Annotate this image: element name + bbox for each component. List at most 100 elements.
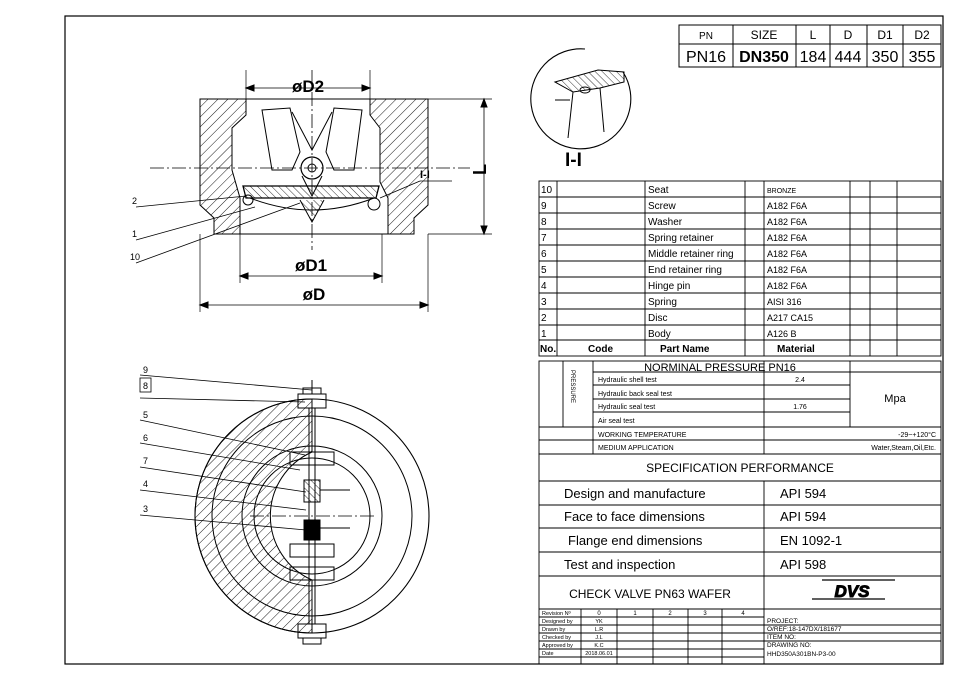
size-col-l: L	[810, 28, 817, 42]
part-material: A126 B	[767, 329, 797, 339]
temperature-value: -29~+120°C	[898, 431, 936, 439]
part-name: Spring	[648, 297, 677, 308]
spec-title: SPECIFICATION PERFORMANCE	[646, 461, 834, 475]
revision-label: Revision Nº	[542, 610, 571, 617]
part-material: A182 F6A	[767, 233, 807, 243]
size-val-size: DN350	[739, 49, 789, 66]
spec-table-grid	[538, 453, 942, 577]
balloon-7: 7	[143, 456, 148, 466]
size-val-pn: PN16	[686, 49, 726, 66]
parts-table-grid	[538, 180, 942, 357]
balloon-6: 6	[143, 433, 148, 443]
parts-head-code: Code	[588, 344, 613, 355]
part-material: A182 F6A	[767, 249, 807, 259]
oref-value: O/REF:18-147DX/181677	[767, 626, 842, 633]
part-no: 3	[541, 297, 547, 308]
size-col-pn: PN	[699, 31, 713, 42]
parts-head-no: No.	[540, 344, 556, 355]
role-label: Approved by	[542, 643, 573, 649]
role-value: 2018.06.01	[585, 651, 613, 657]
part-no: 9	[541, 201, 547, 212]
size-col-size: SIZE	[751, 28, 778, 42]
dim-d-label: øD	[303, 285, 326, 304]
spec-row-label: Design and manufacture	[564, 486, 706, 501]
role-label: Designed by	[542, 619, 573, 625]
pressure-side-label: PRESSURE	[569, 370, 575, 403]
spec-row-label: Test and inspection	[564, 557, 675, 572]
role-value: YK	[595, 619, 603, 625]
project-label: PROJECT:	[767, 618, 799, 625]
part-no: 2	[541, 313, 547, 324]
temperature-label: WORKING TEMPERATURE	[598, 432, 687, 439]
part-name: Middle retainer ring	[648, 249, 734, 260]
dim-d2-label: øD2	[292, 77, 324, 96]
balloon-10: 10	[130, 252, 140, 262]
revision-col: 4	[741, 611, 745, 617]
section-view	[135, 70, 492, 312]
balloon-3: 3	[143, 504, 148, 514]
balloon-9: 9	[143, 365, 148, 375]
part-material: A182 F6A	[767, 201, 807, 211]
pressure-test-label: Hydraulic back seal test	[598, 391, 672, 398]
revision-col: 0	[597, 611, 601, 617]
part-no: 1	[541, 329, 547, 340]
parts-head-name: Part Name	[660, 344, 710, 355]
dim-l-label: L	[470, 164, 490, 175]
revision-col: 2	[668, 611, 672, 617]
spec-row-label: Face to face dimensions	[564, 509, 705, 524]
part-name: Body	[648, 329, 671, 340]
part-material: A182 F6A	[767, 281, 807, 291]
drawing-no-label: DRAWING NO:	[767, 642, 812, 649]
pressure-test-label: Hydraulic seal test	[598, 404, 655, 411]
part-name: Spring retainer	[648, 233, 714, 244]
part-name: Washer	[648, 217, 683, 228]
part-no: 7	[541, 233, 547, 244]
part-material: A182 F6A	[767, 265, 807, 275]
part-no: 8	[541, 217, 547, 228]
size-val-d1: 350	[872, 49, 899, 66]
role-label: Drawn by	[542, 627, 565, 633]
end-view	[139, 374, 430, 645]
drawing-no-value: HHD350A301BN-P3-00	[767, 651, 836, 658]
role-value: L.R	[595, 627, 604, 633]
size-col-d2: D2	[914, 28, 930, 42]
title-block-name: CHECK VALVE PN63 WAFER	[569, 587, 731, 601]
part-name: Disc	[648, 313, 667, 324]
spec-row-value: EN 1092-1	[780, 533, 842, 548]
dvs-logo: DVS	[812, 579, 895, 602]
size-val-d2: 355	[909, 49, 936, 66]
spec-row-value: API 598	[780, 557, 826, 572]
dvs-logo-text: DVS	[835, 582, 871, 601]
item-no-label: ITEM NO:	[767, 634, 796, 641]
balloon-4: 4	[143, 479, 148, 489]
role-label: Date	[542, 651, 554, 657]
size-table	[678, 24, 942, 68]
part-name: Seat	[648, 185, 669, 196]
role-value: J.L	[595, 635, 602, 641]
pressure-test-value: 2.4	[795, 377, 805, 384]
spec-row-value: API 594	[780, 486, 826, 501]
size-val-l: 184	[800, 49, 827, 66]
part-material: BRONZE	[767, 188, 797, 195]
revision-col: 3	[703, 611, 707, 617]
role-label: Checked by	[542, 635, 571, 641]
part-material: A217 CA15	[767, 313, 813, 323]
size-col-d1: D1	[877, 28, 893, 42]
parts-head-material: Material	[777, 344, 815, 355]
parts-rows: 10 Seat BRONZE 9 Screw A182 F6A 8 Washer…	[541, 185, 813, 340]
medium-value: Water,Steam,Oil,Etc.	[871, 445, 936, 452]
pressure-test-label: Hydraulic shell test	[598, 377, 657, 384]
dim-d1-label: øD1	[295, 256, 327, 275]
detail-view	[530, 48, 632, 150]
part-no: 6	[541, 249, 547, 260]
section-tag: I-I	[420, 169, 430, 181]
part-no: 10	[541, 185, 553, 196]
balloon-2: 2	[132, 196, 137, 206]
pressure-unit: Mpa	[884, 393, 906, 405]
pressure-test-value: 1.76	[793, 404, 807, 411]
part-name: Screw	[648, 201, 677, 212]
part-name: End retainer ring	[648, 265, 722, 276]
title-block-grid	[538, 575, 942, 665]
part-name: Hinge pin	[648, 281, 690, 292]
